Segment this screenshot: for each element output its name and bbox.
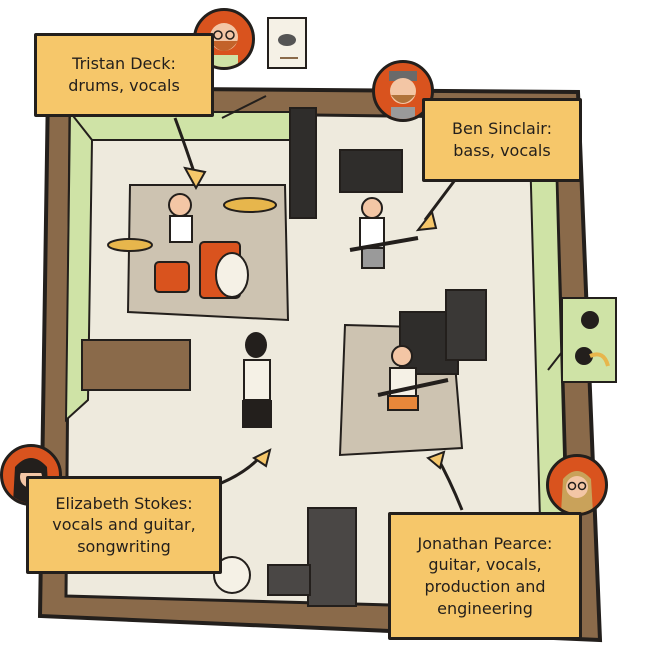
member-role: vocals and guitar,: [52, 515, 196, 535]
bass-player-figure: [349, 197, 419, 269]
member-role: production and: [424, 577, 546, 596]
member-role: songwriting: [77, 536, 171, 556]
member-label-elizabeth: Elizabeth Stokes: vocals and guitar, son…: [26, 476, 222, 574]
member-role: bass, vocals: [453, 141, 551, 160]
man-long-hair-glasses-avatar: [546, 454, 608, 516]
member-role: engineering: [437, 598, 533, 618]
member-role: guitar, vocals,: [428, 555, 542, 575]
member-name: Tristan Deck:: [72, 54, 176, 74]
bird-poster-icon: [267, 17, 307, 69]
arrow-heads: [183, 166, 446, 470]
guitarist-figure: [377, 345, 449, 411]
pedalboard-icon: [307, 507, 357, 607]
drum-kit-icon: [107, 193, 277, 299]
bass-drum-case: [213, 556, 251, 594]
keyboard: [267, 564, 311, 596]
member-label-jonathan: Jonathan Pearce: guitar, vocals, product…: [388, 512, 582, 640]
mixing-desk: [81, 339, 191, 391]
guitar-icon: [349, 236, 419, 252]
singer-figure: [242, 332, 272, 428]
member-name: Jonathan Pearce:: [417, 533, 553, 553]
member-label-ben: Ben Sinclair: bass, vocals: [422, 98, 582, 182]
member-name: Ben Sinclair:: [452, 119, 552, 139]
bearded-man-glasses-avatar: [193, 8, 255, 70]
toucan-poster-icon: [561, 297, 617, 383]
member-label-tristan: Tristan Deck: drums, vocals: [34, 33, 214, 117]
member-name: Elizabeth Stokes:: [55, 493, 193, 513]
member-role: drums, vocals: [68, 76, 180, 95]
